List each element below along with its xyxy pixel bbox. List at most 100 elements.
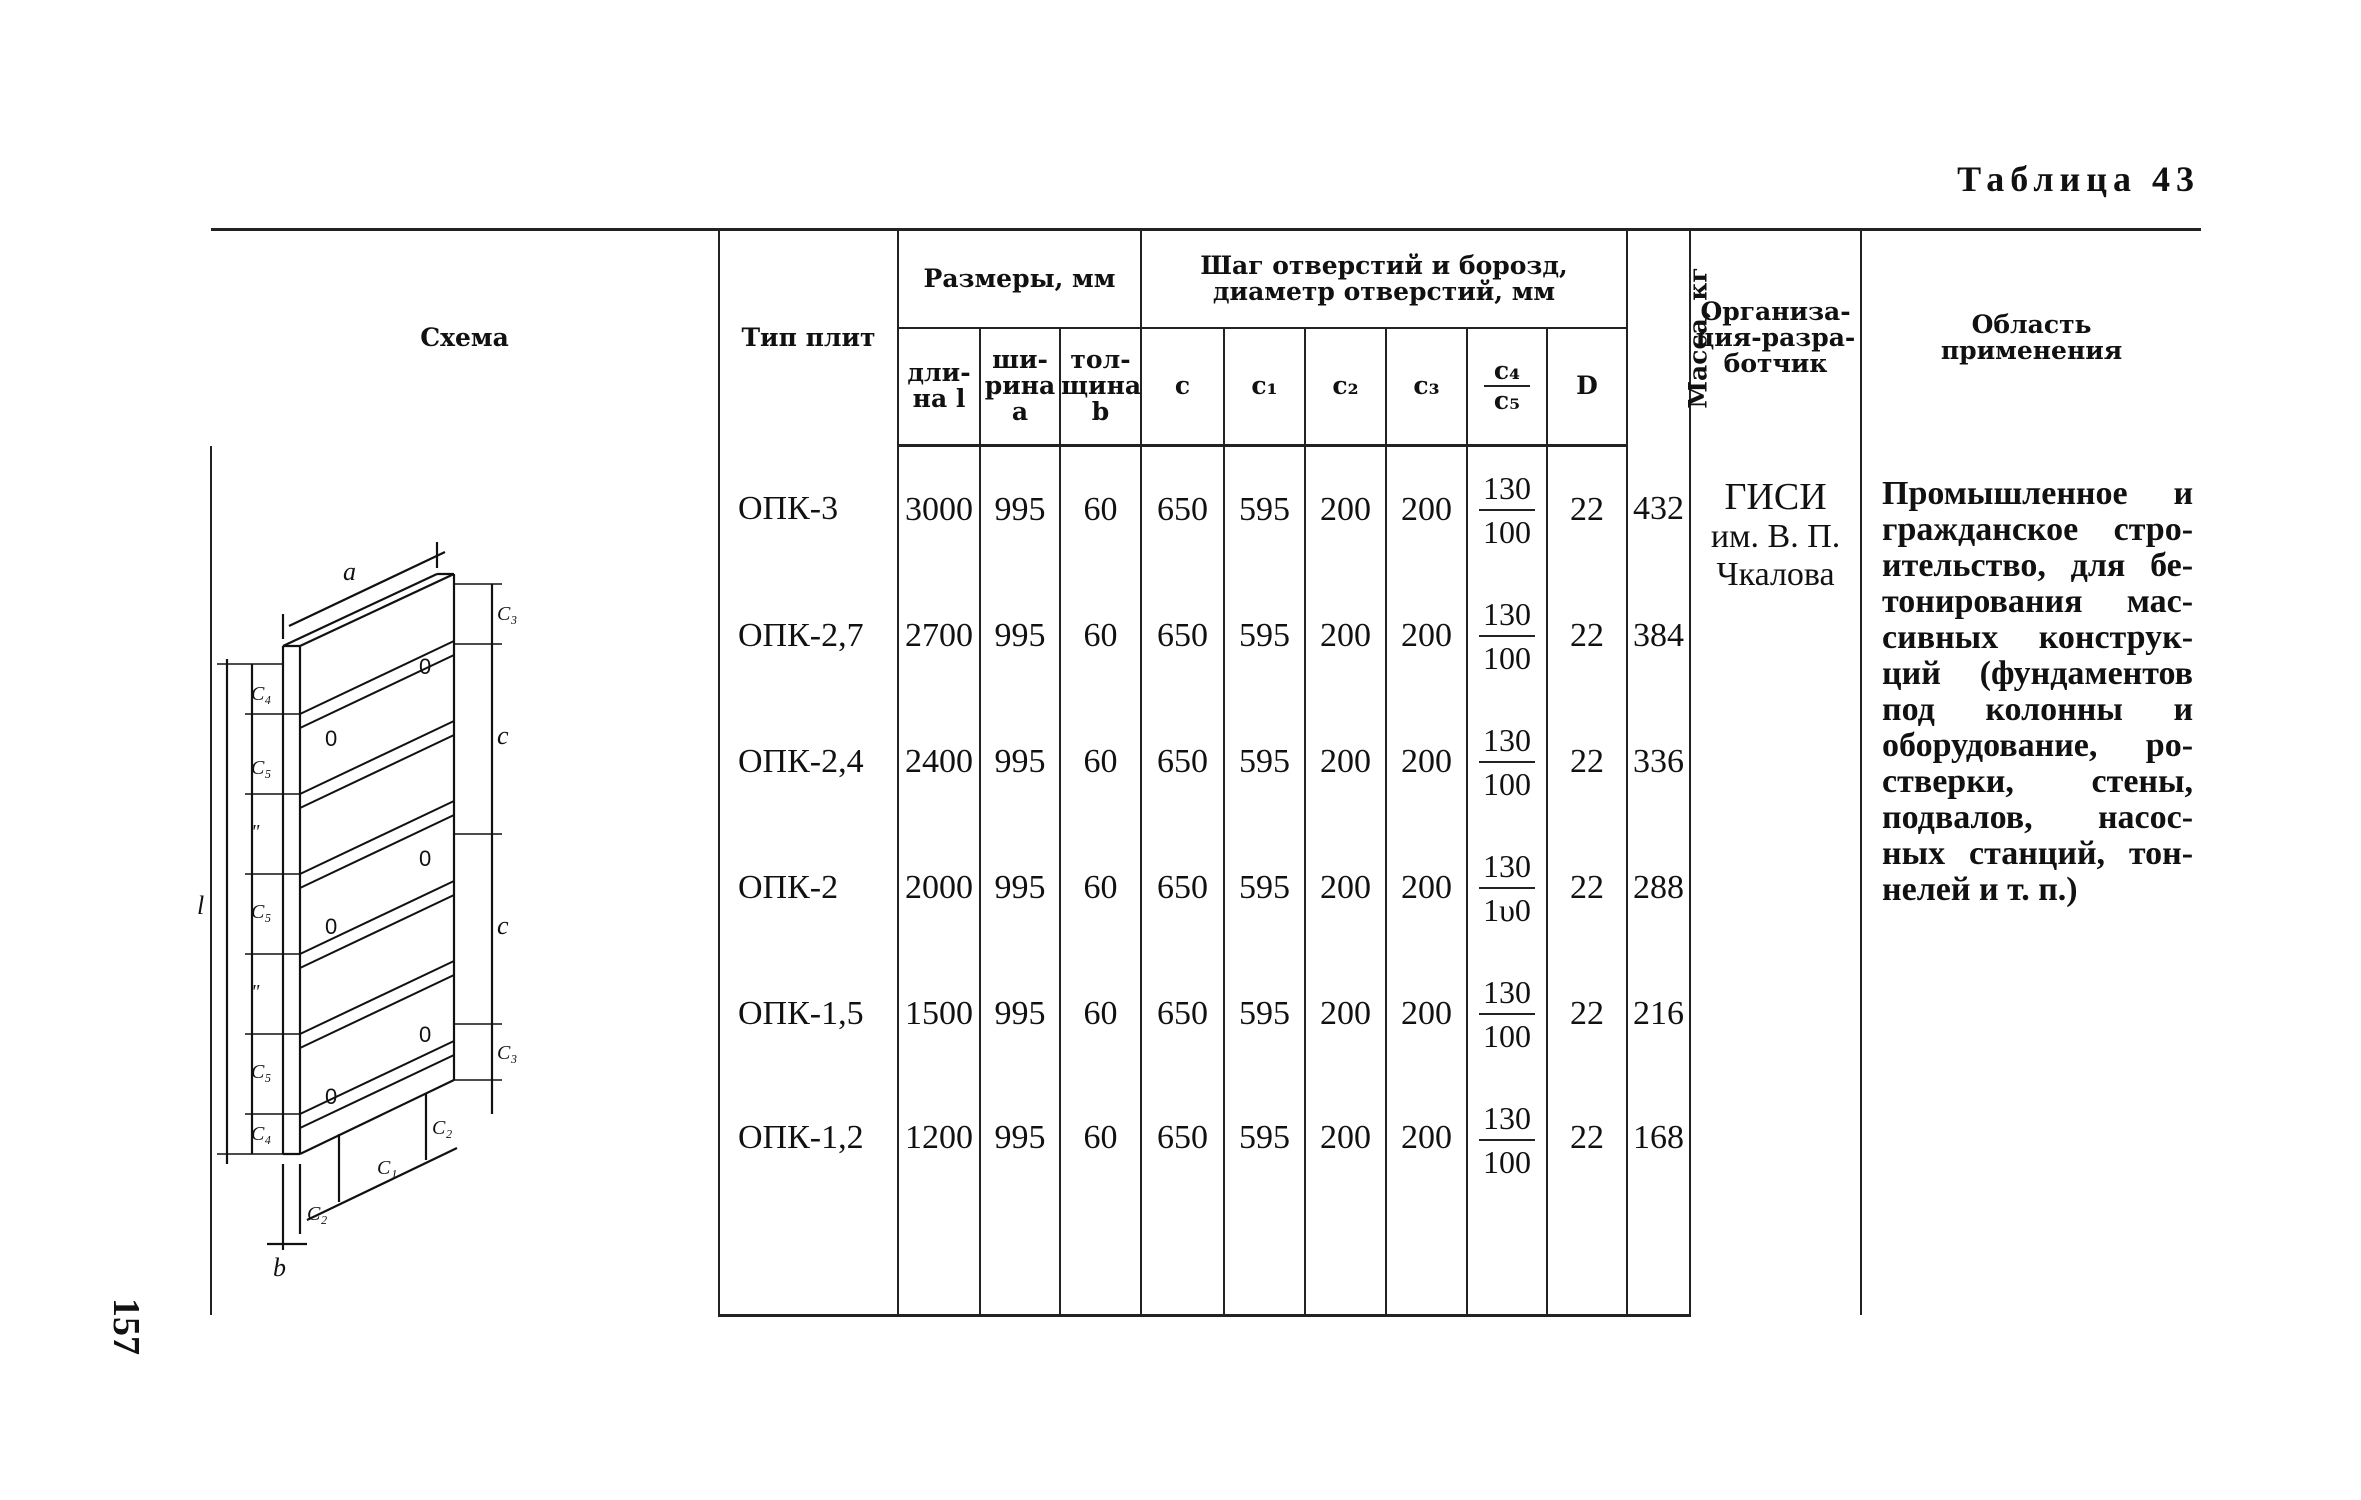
header-c1: c₁ — [1223, 326, 1306, 447]
header-schema: Схема — [211, 228, 720, 446]
label-a: a — [343, 557, 356, 586]
page-number: 157 — [105, 1298, 147, 1355]
cell-length: 3000 — [897, 445, 981, 573]
svg-text:c: c — [497, 721, 509, 750]
cell-length: 2000 — [897, 825, 981, 951]
header-sizes: Размеры, мм — [897, 228, 1142, 328]
cell-d: 22 — [1545, 825, 1629, 951]
header-length: дли-на l — [897, 326, 981, 447]
svg-text:0: 0 — [419, 1022, 431, 1047]
cell-c3: 200 — [1385, 573, 1468, 699]
cell-c1: 595 — [1223, 1077, 1306, 1317]
cell-c1: 595 — [1223, 573, 1306, 699]
cell-type: ОПК-1,5 — [718, 951, 899, 1077]
svg-text:C₄: C₄ — [251, 1123, 271, 1145]
svg-text:C₃: C₃ — [497, 603, 517, 625]
cell-c: 650 — [1140, 573, 1225, 699]
cell-thickness: 60 — [1059, 445, 1142, 573]
cell-thickness: 60 — [1059, 825, 1142, 951]
cell-c2: 200 — [1304, 699, 1387, 825]
cell-c: 650 — [1140, 825, 1225, 951]
cell-width: 995 — [979, 699, 1061, 825]
cell-type: ОПК-2,4 — [718, 699, 899, 825]
svg-text:C₅: C₅ — [251, 901, 271, 923]
cell-width: 995 — [979, 951, 1061, 1077]
header-c3: c₃ — [1385, 326, 1468, 447]
svg-text:C₁: C₁ — [377, 1157, 397, 1179]
cell-c1: 595 — [1223, 699, 1306, 825]
header-d: D — [1545, 326, 1629, 447]
cell-c2: 200 — [1304, 951, 1387, 1077]
label-b: b — [273, 1253, 286, 1282]
cell-c: 650 — [1140, 699, 1225, 825]
cell-c: 650 — [1140, 1077, 1225, 1317]
cell-c: 650 — [1140, 951, 1225, 1077]
svg-text:0: 0 — [325, 1084, 337, 1109]
label-l: l — [197, 891, 204, 920]
header-c2: c₂ — [1304, 326, 1387, 447]
cell-c3: 200 — [1385, 699, 1468, 825]
header-c: c — [1140, 326, 1225, 447]
header-type: Тип плит — [718, 228, 899, 446]
cell-d: 22 — [1545, 1077, 1629, 1317]
cell-c2: 200 — [1304, 573, 1387, 699]
schema-cell: a l b C₄ C₅ " C₅ " C₅ C₄ C₃ c c C₃ — [197, 445, 720, 1315]
svg-text:C₅: C₅ — [251, 1061, 271, 1083]
cell-width: 995 — [979, 573, 1061, 699]
cell-c1: 595 — [1223, 951, 1306, 1077]
svg-text:C₅: C₅ — [251, 757, 271, 779]
cell-thickness: 60 — [1059, 1077, 1142, 1317]
header-mass: Масса, кг — [1626, 228, 1713, 446]
cell-length: 2700 — [897, 573, 981, 699]
cell-c1: 595 — [1223, 445, 1306, 573]
cell-width: 995 — [979, 1077, 1061, 1317]
svg-text:0: 0 — [419, 654, 431, 679]
cell-c3: 200 — [1385, 445, 1468, 573]
cell-mass: 168 — [1626, 1077, 1692, 1317]
cell-d: 22 — [1545, 699, 1629, 825]
cell-c1: 595 — [1223, 825, 1306, 951]
cell-width: 995 — [979, 825, 1061, 951]
cell-length: 2400 — [897, 699, 981, 825]
cell-c3: 200 — [1385, 825, 1468, 951]
svg-text:C₄: C₄ — [251, 683, 271, 705]
svg-text:": " — [251, 821, 260, 843]
cell-d: 22 — [1545, 573, 1629, 699]
header-holes: Шаг отверстий и борозд,диаметр отверстий… — [1139, 228, 1629, 328]
cell-mass: 384 — [1626, 573, 1692, 699]
cell-mass: 216 — [1626, 951, 1692, 1077]
svg-text:c: c — [497, 911, 509, 940]
table-title: Таблица 43 — [1957, 159, 2200, 199]
cell-thickness: 60 — [1059, 699, 1142, 825]
svg-text:0: 0 — [419, 846, 431, 871]
svg-text:0: 0 — [325, 726, 337, 751]
cell-mass: 432 — [1626, 445, 1692, 573]
cell-thickness: 60 — [1059, 573, 1142, 699]
cell-area: Промышленное и гражданское стро- ительст… — [1882, 474, 2194, 908]
svg-text:C₃: C₃ — [497, 1042, 517, 1064]
cell-c2: 200 — [1304, 445, 1387, 573]
slab-diagram: a l b C₄ C₅ " C₅ " C₅ C₄ C₃ c c C₃ — [197, 541, 517, 1282]
cell-type: ОПК-2 — [718, 825, 899, 951]
header-org: Организа-ция-разра-ботчик — [1689, 228, 1863, 446]
cell-c: 650 — [1140, 445, 1225, 573]
cell-width: 995 — [979, 445, 1061, 573]
cell-type: ОПК-2,7 — [718, 573, 899, 699]
slab-table: Схема Тип плит Размеры, мм Шаг отверстий… — [197, 228, 2202, 1317]
cell-type: ОПК-1,2 — [718, 1077, 899, 1317]
svg-text:C₂: C₂ — [432, 1117, 452, 1139]
cell-type: ОПК-3 — [718, 445, 899, 573]
cell-length: 1200 — [897, 1077, 981, 1317]
